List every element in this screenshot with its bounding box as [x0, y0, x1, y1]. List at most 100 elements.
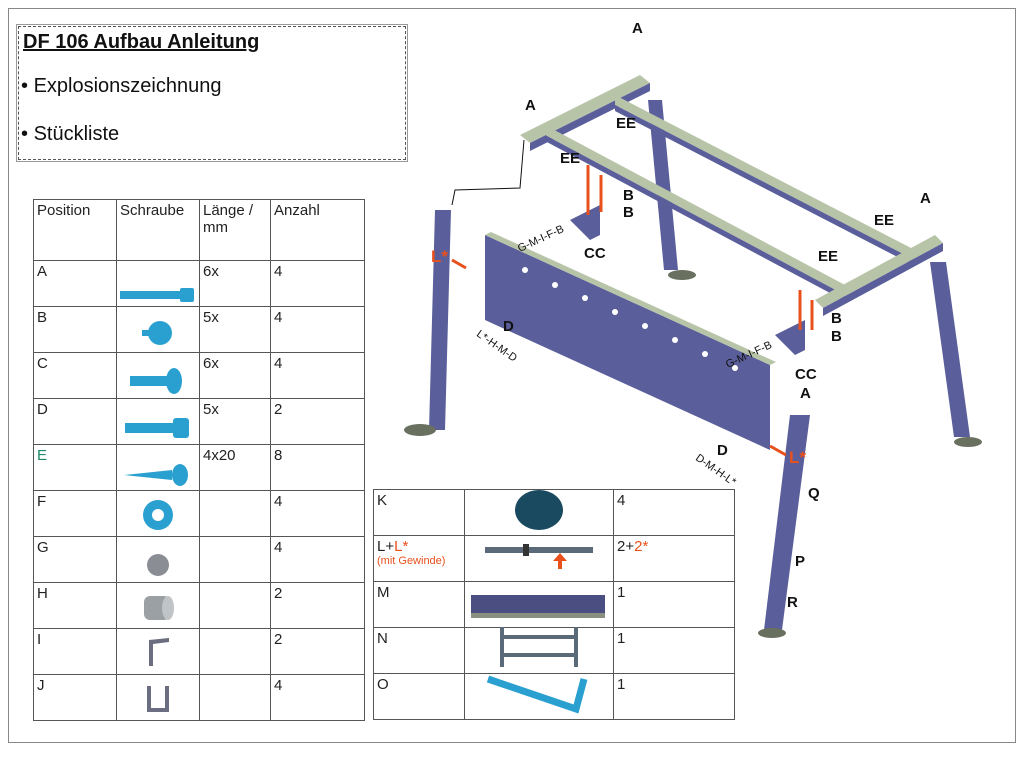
table-row: I 2: [33, 628, 365, 675]
part-image-cell: [116, 674, 200, 721]
position-cell: M: [373, 581, 465, 628]
bullet-explosion: • Explosionszeichnung: [21, 75, 222, 97]
label-l-star: L*: [789, 448, 806, 467]
position-cell: H: [33, 582, 117, 629]
part-image-cell: [116, 352, 200, 399]
count-cell: 2: [270, 398, 365, 445]
thread-note: (mit Gewinde): [377, 555, 446, 567]
label-b: B: [623, 204, 634, 221]
label-q: Q: [808, 485, 820, 502]
count-text-red: 2*: [634, 538, 649, 555]
label-b: B: [831, 310, 842, 327]
knob-icon: [117, 318, 199, 348]
count-cell: 4: [270, 674, 365, 721]
position-cell: J: [33, 674, 117, 721]
table-row: L+L*(mit Gewinde) 2+2*: [373, 535, 735, 582]
page-border: [8, 8, 1016, 743]
part-image-cell: [464, 535, 614, 582]
header-length: Länge / mm: [199, 199, 271, 261]
count-cell: 4: [270, 306, 365, 353]
count-cell: 2+2*: [613, 535, 735, 582]
position-cell: G: [33, 536, 117, 583]
self-tapping-screw-icon: [117, 464, 199, 486]
label-d: D: [503, 318, 514, 335]
position-text: O: [377, 676, 389, 693]
legs: [404, 100, 982, 638]
position-cell: D: [33, 398, 117, 445]
length-cell: [199, 628, 271, 675]
table-row: N 1: [373, 625, 735, 674]
count-cell: 4: [270, 490, 365, 537]
count-cell: 8: [270, 444, 365, 491]
header-screw: Schraube: [116, 199, 200, 261]
allen-key-icon: [465, 673, 613, 715]
length-cell: 5x: [199, 306, 271, 353]
position-cell: C: [33, 352, 117, 399]
table-row: D 5x 2: [33, 398, 365, 445]
position-cell: K: [373, 489, 465, 536]
count-cell: 1: [613, 581, 735, 628]
label-ee: EE: [560, 150, 581, 167]
count-cell: 4: [613, 489, 735, 536]
label-ee: EE: [616, 115, 637, 132]
table-row: C 6x 4: [33, 352, 365, 399]
count-text: 1: [617, 584, 626, 601]
position-text: K: [377, 492, 388, 509]
count-cell: 2: [270, 582, 365, 629]
frame-icon: [465, 625, 613, 669]
leg-icon: [465, 537, 613, 577]
label-b: B: [623, 187, 634, 204]
count-text: 1: [617, 676, 626, 693]
length-cell: [199, 490, 271, 537]
part-image-cell: [116, 260, 200, 307]
table-row: B 5x 4: [33, 306, 365, 353]
bullet-text: Stückliste: [33, 123, 120, 145]
label-p: P: [795, 553, 806, 570]
position-cell: A: [33, 260, 117, 307]
part-image-cell: [464, 581, 614, 628]
length-cell: 6x: [199, 352, 271, 399]
table-row: E 4x20 8: [33, 444, 365, 491]
bullet-parts-list: • Stückliste: [21, 123, 120, 145]
count-text: 2+: [617, 538, 635, 555]
label-l-star: L*: [431, 247, 448, 266]
length-cell: [199, 674, 271, 721]
angle-bracket-icon: [117, 634, 199, 670]
position-cell: O: [373, 673, 465, 720]
part-image-cell: [464, 489, 614, 536]
position-text-red: L*: [394, 538, 409, 555]
header-position: Position: [33, 199, 117, 261]
bullet-text: Explosionszeichnung: [33, 75, 222, 97]
table-row: K 4: [373, 489, 735, 536]
leader-line: [451, 139, 525, 206]
label-a: A: [920, 190, 931, 207]
count-cell: 4: [270, 260, 365, 307]
u-bracket-icon: [117, 682, 199, 716]
label-r: R: [787, 594, 798, 611]
count-cell: 4: [270, 352, 365, 399]
perforated-plate: [485, 205, 805, 450]
table-row: M 1: [373, 581, 735, 628]
page-title: DF 106 Aufbau Anleitung: [23, 31, 260, 53]
part-image-cell: [464, 673, 614, 720]
count-text: 4: [617, 492, 626, 509]
position-cell: B: [33, 306, 117, 353]
count-cell: 1: [613, 673, 735, 720]
position-cell: N: [373, 627, 465, 674]
part-image-cell: [116, 536, 200, 583]
position-text: N: [377, 630, 388, 647]
parts-table-1: Position Schraube Länge / mm Anzahl A 6x…: [33, 199, 365, 721]
table-row: A 6x 4: [33, 260, 365, 307]
top-frame: [520, 75, 943, 316]
label-cc: CC: [584, 245, 606, 262]
label-b: B: [831, 328, 842, 345]
part-image-cell: [116, 628, 200, 675]
sleeve-icon: [117, 590, 199, 624]
count-text: 1: [617, 630, 626, 647]
orange-arrows: [451, 165, 814, 457]
table-header: Position Schraube Länge / mm Anzahl: [33, 199, 365, 261]
label-a: A: [525, 97, 536, 114]
bolt-icon: [117, 416, 199, 440]
